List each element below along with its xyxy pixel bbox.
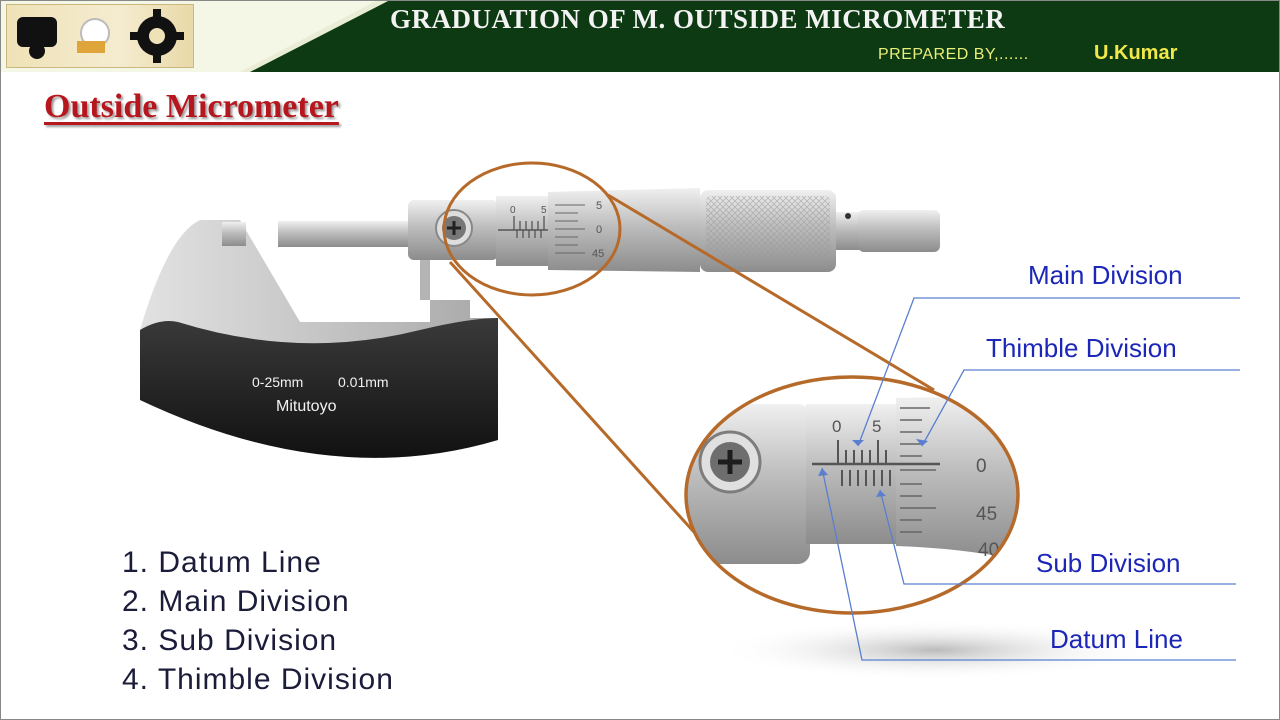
frame-black-insulator	[140, 318, 498, 458]
callout-sub-division: Sub Division	[1036, 548, 1181, 578]
thimble	[548, 188, 700, 272]
zoom-thimble-number: 45	[976, 504, 997, 525]
thimble-scale	[555, 204, 585, 254]
zoom-view: 0 5 0 45 40	[686, 377, 1018, 613]
zoom-sleeve-number: 5	[872, 417, 881, 436]
leader-main-division	[857, 297, 1240, 447]
zoom-sleeve-number: 0	[832, 417, 841, 436]
legend-item: 2. Main Division	[122, 585, 350, 618]
frame-resolution-label: 0.01mm	[338, 374, 389, 390]
page-heading: Outside Micrometer	[44, 88, 339, 125]
logo	[6, 4, 194, 68]
callout-datum-line: Datum Line	[1050, 624, 1183, 654]
sleeve-scale	[513, 216, 545, 238]
legend-list: 1. Datum Line 2. Main Division 3. Sub Di…	[122, 543, 394, 699]
callout-thimble-division: Thimble Division	[986, 333, 1177, 363]
leader-datum-line	[821, 467, 1236, 661]
sleeve-number: 0	[510, 205, 516, 216]
callout-leaders	[821, 297, 1240, 661]
sleeve-number: 5	[541, 205, 547, 216]
callout-main-division: Main Division	[1028, 260, 1183, 290]
zoom-thimble-number: 40	[978, 540, 999, 561]
frame-range-label: 0-25mm	[252, 374, 303, 390]
zoom-connector-line	[448, 260, 714, 554]
leader-thimble-division	[921, 369, 1240, 447]
zoom-connector-line	[607, 193, 935, 392]
thimble-number: 0	[596, 224, 602, 236]
ratchet-stop	[858, 210, 940, 252]
thimble-number: 5	[596, 200, 602, 212]
thimble-number: 45	[592, 248, 604, 260]
prepared-by-label: PREPARED BY,......	[878, 46, 1029, 63]
gear-logo-icon	[17, 9, 184, 63]
slide-title: GRADUATION OF M. OUTSIDE MICROMETER	[390, 4, 1006, 34]
zoom-thimble-number: 0	[976, 456, 987, 477]
spindle	[278, 221, 410, 247]
legend-item: 1. Datum Line	[122, 546, 322, 579]
zoom-source-ring	[442, 161, 622, 297]
leader-sub-division	[879, 489, 1236, 585]
author-name: U.Kumar	[1094, 42, 1178, 64]
legend-item: 3. Sub Division	[122, 624, 338, 657]
brand-label: Mitutoyo	[276, 398, 337, 415]
legend-item: 4. Thimble Division	[122, 663, 394, 696]
